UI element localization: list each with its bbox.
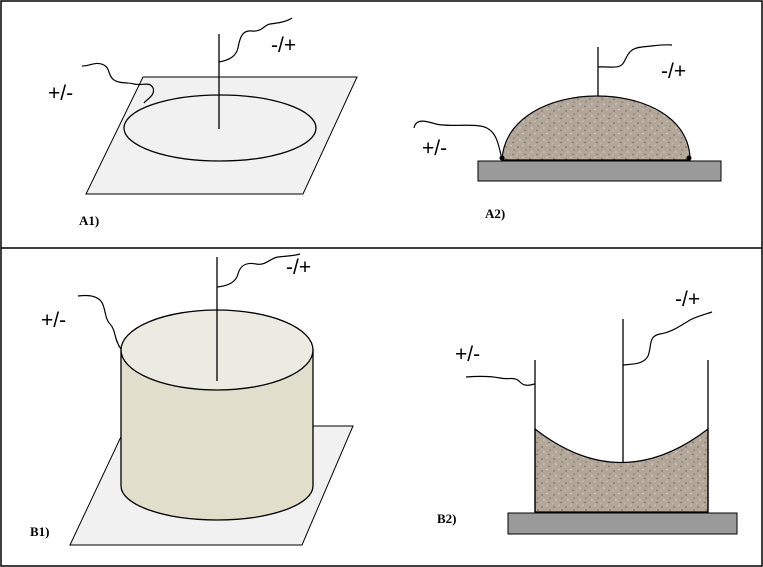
a2-sediment-dome xyxy=(501,95,691,161)
b1-label: B1) xyxy=(30,524,50,539)
panel-b2: -/+ +/- B2) xyxy=(437,288,738,535)
b2-base xyxy=(507,512,738,535)
a2-label: A2) xyxy=(485,206,505,221)
a2-left-wire xyxy=(413,120,503,161)
panel-b1: -/+ +/- B1) xyxy=(30,253,354,546)
a1-label: A1) xyxy=(79,213,99,228)
a2-left-contact xyxy=(499,155,505,161)
a2-right-terminal: -/+ xyxy=(661,60,686,83)
a1-left-terminal: +/- xyxy=(48,82,73,105)
panel-a2: -/+ +/- A2) xyxy=(413,44,722,221)
a2-base xyxy=(477,160,722,182)
panel-a1: -/+ +/- A1) xyxy=(48,17,358,228)
b1-left-wire xyxy=(77,294,122,350)
a1-ring-electrode xyxy=(123,94,317,162)
a2-right-contact xyxy=(686,155,692,161)
a1-right-terminal: -/+ xyxy=(271,34,296,57)
b1-right-terminal: -/+ xyxy=(286,256,311,279)
b1-right-wire xyxy=(216,253,301,288)
b2-right-terminal: -/+ xyxy=(675,288,700,311)
b2-sediment xyxy=(534,427,709,513)
a1-left-wire xyxy=(81,62,155,104)
b2-right-wire xyxy=(622,311,713,366)
b1-cylinder-side xyxy=(120,349,314,521)
a1-right-wire xyxy=(218,17,293,63)
b2-left-terminal: +/- xyxy=(455,343,480,366)
b2-left-wire xyxy=(465,375,536,386)
b1-left-terminal: +/- xyxy=(41,309,66,332)
b2-label: B2) xyxy=(437,511,457,526)
a1-plate xyxy=(85,76,358,195)
a2-left-terminal: +/- xyxy=(422,137,447,160)
a2-right-wire xyxy=(597,44,673,68)
